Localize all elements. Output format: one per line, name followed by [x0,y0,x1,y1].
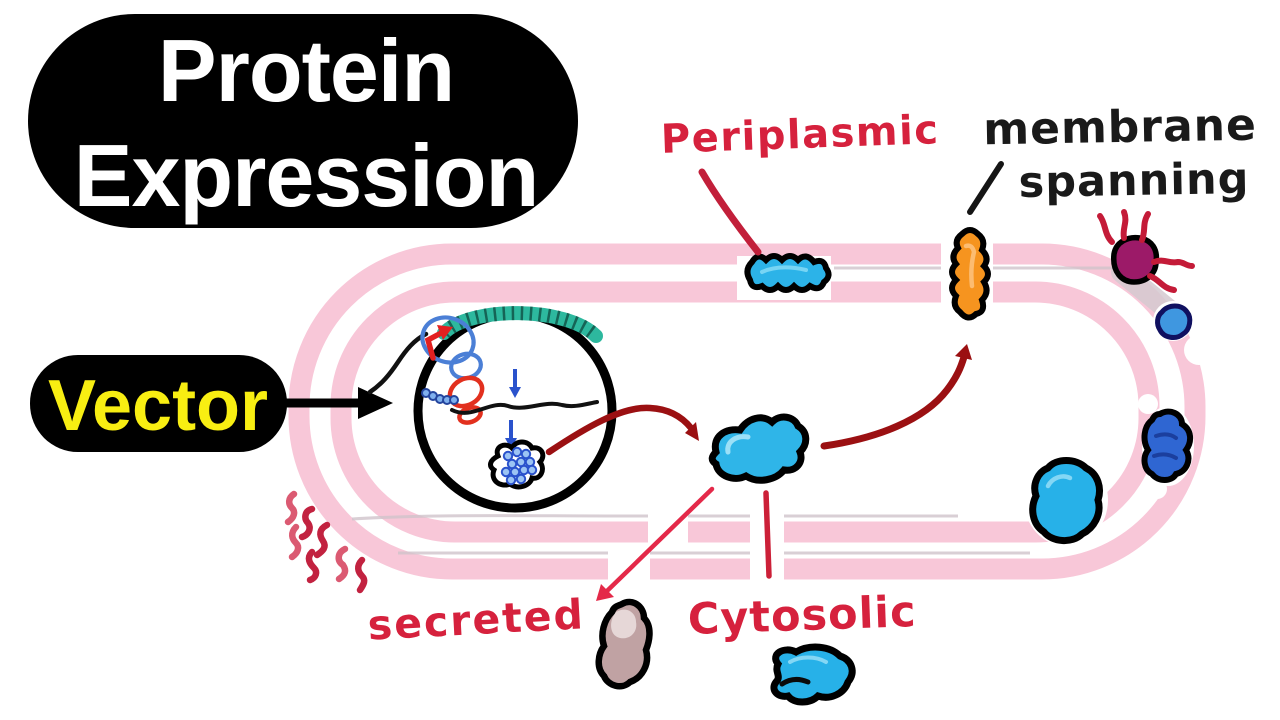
svg-text:spanning: spanning [1018,154,1250,208]
membrane-spanning-protein [949,227,991,321]
transcription-step-arrow [509,369,521,398]
vector-label: Vector [48,366,268,446]
flagella-squiggles [284,490,368,594]
title-badge-shape [28,14,578,228]
mrna-line [450,400,599,415]
promoter-arrow-shaft [424,329,446,361]
dna-tail [367,331,429,395]
label-cytosolic: Cytosolic [687,587,917,645]
periplasmic-pointer-line [698,168,762,256]
membrane-shadow-inner-bottom [351,514,958,521]
svg-text:Periplasmic: Periplasmic [660,107,940,163]
cytosolic-example-blob [770,643,856,706]
membrane-spanning-pointer-line [967,161,1004,215]
title-line-1: Protein [158,21,454,120]
periplasmic-blob-right [1141,406,1194,486]
periplasmic-protein [744,253,832,293]
secreted-arrow [596,486,715,601]
cytosolic-blob-right [1024,454,1108,546]
svg-text:membrane: membrane [983,100,1257,156]
cytosolic-pointer-line [763,490,772,579]
translation-step-arrow [505,420,517,449]
arrow-cytosol-to-membrane [820,344,972,450]
protein-cluster-beads [500,446,538,486]
outer-membrane [288,243,1206,580]
surface-protein-arms [1097,209,1195,293]
label-secreted: secreted [367,590,587,649]
arrow-circle-to-cytosol [545,404,699,456]
periplasmic-blob-small [1153,301,1193,341]
vector-badge-shape [30,355,287,452]
secreted-protein-blob [595,598,653,690]
vector-callout: Vector [30,355,393,452]
plasmid-blue-loop-large [420,315,476,365]
promoter-arrow-head [437,325,453,340]
vector-arrow-head [358,387,393,419]
title-badge: Protein Expression [28,14,578,228]
surface-displayed-protein [1097,209,1195,293]
label-periplasmic: Periplasmic [660,107,940,256]
ribosome-beads [421,388,459,405]
vector-magnifier-view [367,306,617,513]
dna-insert-hatching [438,306,601,342]
cytosolic-protein [708,413,810,484]
label-membrane-spanning: membrane spanning [967,100,1257,215]
title-line-2: Expression [74,126,538,225]
